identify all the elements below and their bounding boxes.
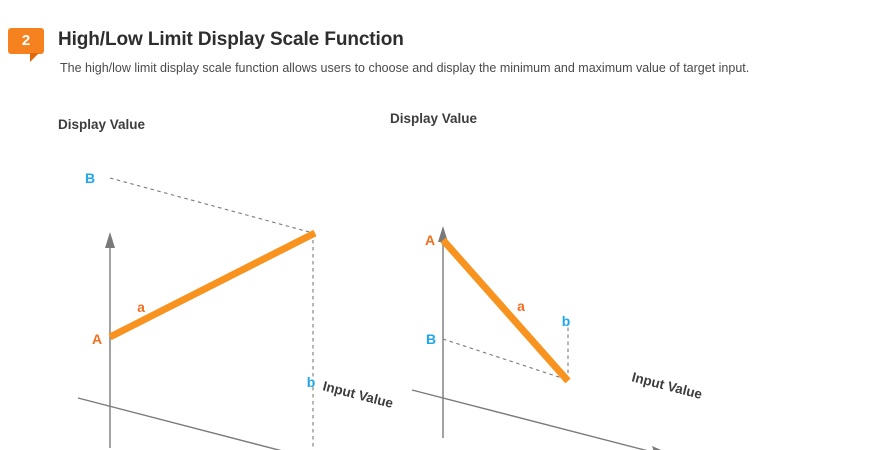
right-input-axis-arrow-icon	[652, 446, 662, 450]
right-label-B: B	[426, 331, 436, 347]
badge-tail-icon	[30, 53, 39, 62]
right-y-axis-label: Display Value	[390, 111, 478, 126]
left-y-axis-label: Display Value	[58, 117, 146, 132]
right-scale-line	[440, 237, 571, 384]
left-label-A: A	[92, 331, 102, 347]
descending-scale-chart: Display Value A B a b Input Value	[390, 111, 704, 450]
left-scale-line	[108, 229, 317, 341]
left-x-axis-label: Input Value	[321, 378, 395, 411]
left-label-a: a	[137, 299, 145, 315]
right-input-value-axis	[411, 389, 648, 450]
left-label-b: b	[307, 374, 316, 390]
badge-background	[8, 28, 44, 54]
right-label-b: b	[562, 313, 571, 329]
ascending-scale-chart: Display Value B A a b Input Value	[58, 117, 395, 450]
diagram-area: Display Value B A a b Input Value Displa…	[0, 96, 870, 450]
page-title: High/Low Limit Display Scale Function	[58, 29, 404, 50]
right-label-A: A	[425, 232, 435, 248]
left-input-value-axis	[77, 397, 282, 450]
right-x-axis-label: Input Value	[630, 369, 704, 402]
right-lower-guide-dash	[442, 338, 569, 381]
page-subtitle: The high/low limit display scale functio…	[60, 61, 750, 75]
page-header: 2 High/Low Limit Display Scale Function …	[0, 0, 870, 96]
step-number-badge: 2	[8, 28, 44, 62]
right-label-a: a	[517, 298, 525, 314]
left-upper-guide-dash	[109, 177, 314, 234]
left-display-axis-arrow-icon	[105, 232, 115, 248]
badge-number-label: 2	[21, 32, 31, 49]
scale-function-diagrams: Display Value B A a b Input Value Displa…	[58, 111, 704, 450]
left-label-B: B	[85, 170, 95, 186]
